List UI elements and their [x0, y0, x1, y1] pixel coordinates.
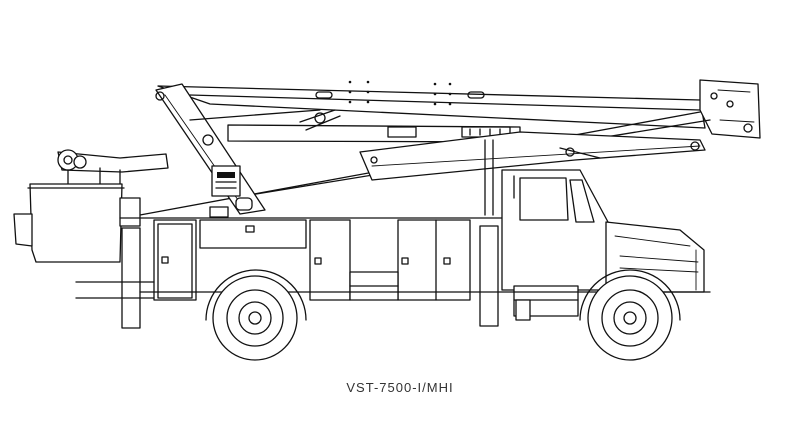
truck-body [75, 217, 503, 329]
boom-bolt-dots [348, 80, 452, 106]
diagonal-boom-members [139, 111, 711, 216]
front-wheel [579, 269, 681, 361]
pedestal [209, 139, 494, 218]
truck-cab [501, 169, 705, 321]
rear-wheel [205, 269, 307, 361]
upper-boom [157, 79, 761, 139]
jib-assembly [57, 149, 169, 187]
bucket [13, 183, 141, 263]
model-label: VST-7500-I/MHI [346, 380, 454, 395]
